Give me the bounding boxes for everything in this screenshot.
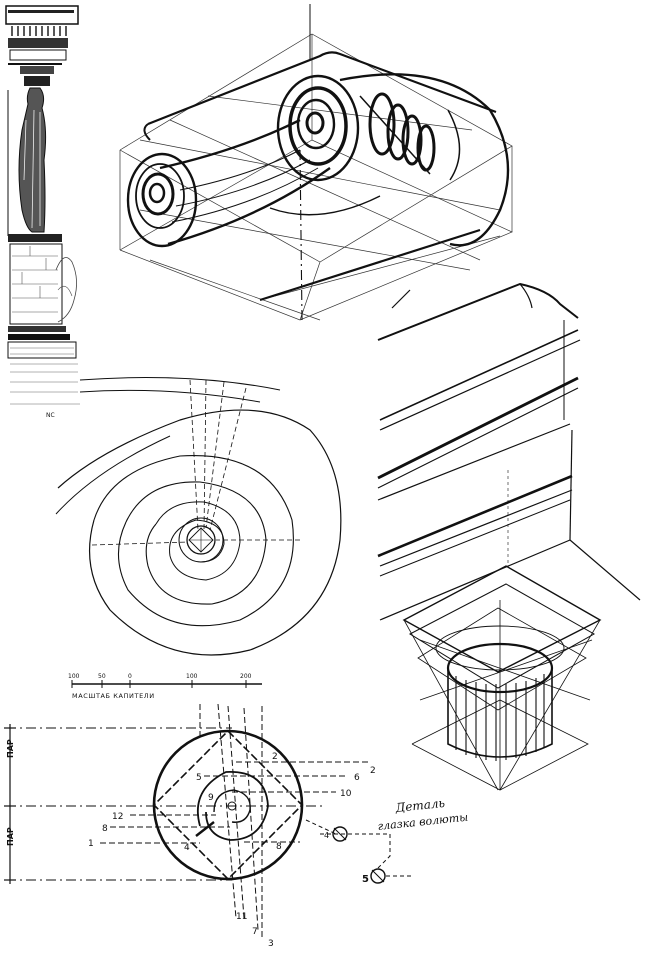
point-number: 10 — [340, 789, 352, 799]
eye-construction-numbers: 1 2 3 4 5 6 7 8 9 10 11 12 — [88, 752, 360, 949]
point-number: 2 — [272, 752, 278, 762]
volute-detail-caption-line2: глазка волюты — [377, 811, 469, 833]
volute-spiral-construction — [55, 377, 342, 656]
scale-bar-caption: МАСШТАБ КАПИТЕЛИ — [72, 692, 155, 700]
scale-bar-ticks: 100 50 0 100 200 — [68, 673, 252, 680]
scale-bar — [71, 680, 262, 688]
volute-eye-construction — [4, 703, 414, 940]
par-label-lower: ПАР — [6, 827, 15, 846]
point-number: 7 — [252, 927, 258, 937]
point-number: 3 — [268, 939, 274, 949]
scale-tick-label: 100 — [68, 673, 80, 680]
point-number: 12 — [112, 812, 123, 822]
side-marker-label: 4 — [324, 831, 329, 840]
point-number: 2 — [370, 766, 376, 776]
point-number: 6 — [354, 773, 360, 783]
ionic-capital-perspective — [119, 4, 513, 321]
point-number: 5 — [196, 773, 202, 783]
point-number: 1 — [88, 839, 94, 849]
cornice-and-capital-view — [377, 282, 641, 791]
scale-tick-label: 0 — [128, 673, 132, 680]
scale-tick-label: 200 — [240, 673, 252, 680]
caryatid-porch-engraving — [5, 5, 80, 405]
point-number: 11 — [236, 912, 247, 922]
scale-tick-label: 100 — [186, 673, 198, 680]
scale-tick-label: 50 — [98, 673, 106, 680]
point-number: 8 — [102, 824, 108, 834]
volute-detail-caption-line1: Деталь — [394, 796, 446, 815]
point-number: 4 — [184, 843, 190, 853]
point-number: 8 — [276, 842, 282, 852]
side-marker-label: 5 — [362, 874, 369, 885]
engraving-signature: NC — [46, 412, 55, 419]
par-label-upper: ПАР — [6, 739, 15, 758]
point-number: 9 — [208, 793, 214, 803]
